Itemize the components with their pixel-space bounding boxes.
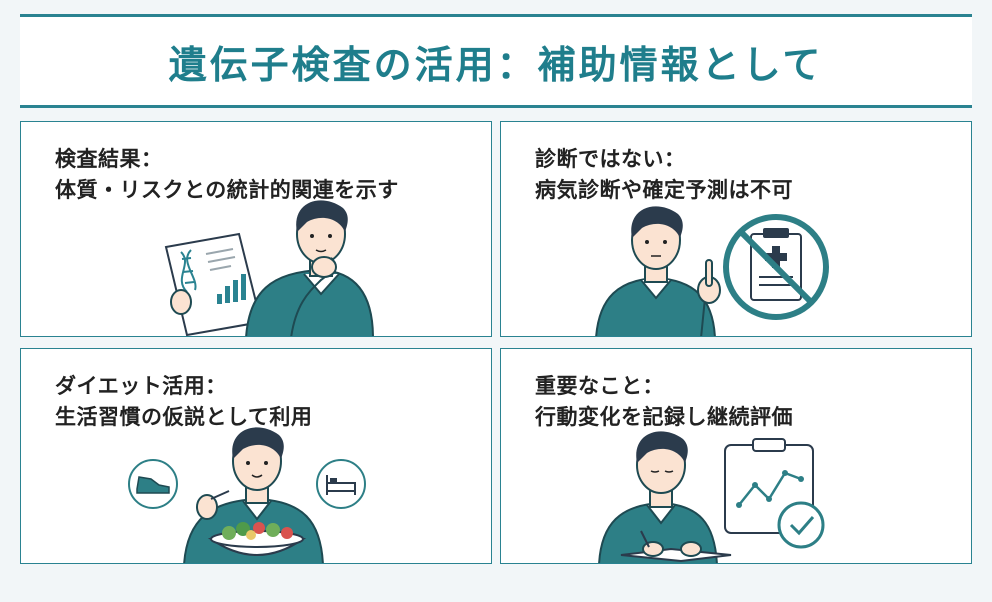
person-thinking bbox=[170, 200, 374, 336]
panel-body: 生活習慣の仮説として利用 bbox=[55, 405, 313, 429]
page-title: 遺伝子検査の活用：補助情報として bbox=[168, 42, 824, 87]
panel-caption: 重要なこと： 行動変化を記録し継続評価 bbox=[535, 371, 793, 433]
bar-chart-icon bbox=[217, 274, 246, 304]
panel-body: 病気診断や確定予測は不可 bbox=[535, 178, 793, 202]
title-banner: 遺伝子検査の活用：補助情報として bbox=[20, 14, 972, 108]
panel-caption: ダイエット活用： 生活習慣の仮説として利用 bbox=[55, 371, 312, 433]
panel-heading: ダイエット活用： bbox=[55, 374, 227, 398]
panel-heading: 検査結果： bbox=[55, 147, 163, 171]
panel-heading: 重要なこと： bbox=[535, 374, 664, 398]
panel-heading: 診断ではない： bbox=[535, 147, 686, 171]
bed-icon bbox=[316, 459, 366, 509]
report-document-icon bbox=[164, 232, 263, 336]
panel-body: 体質・リスクとの統計的関連を示す bbox=[55, 178, 399, 202]
dna-icon bbox=[180, 249, 197, 293]
check-circle-icon bbox=[777, 501, 825, 549]
sneaker-icon bbox=[128, 459, 178, 509]
panel-caption: 検査結果： 体質・リスクとの統計的関連を示す bbox=[55, 144, 399, 206]
panel-test-results: 検査結果： 体質・リスクとの統計的関連を示す bbox=[20, 121, 492, 337]
illustration-person-thinking bbox=[164, 200, 374, 336]
panel-not-diagnosis: 診断ではない： 病気診断や確定予測は不可 bbox=[500, 121, 972, 337]
panel-caption: 診断ではない： 病気診断や確定予測は不可 bbox=[535, 144, 793, 206]
illustration-person-writing bbox=[598, 431, 825, 563]
salad-bowl-icon bbox=[207, 522, 307, 556]
person-pointing bbox=[595, 206, 721, 336]
panel-important: 重要なこと： 行動変化を記録し継続評価 bbox=[500, 348, 972, 564]
illustration-person-eating bbox=[128, 427, 366, 563]
panel-diet-use: ダイエット活用： 生活習慣の仮説として利用 bbox=[20, 348, 492, 564]
person-writing bbox=[598, 431, 732, 563]
panel-body: 行動変化を記録し継続評価 bbox=[535, 405, 793, 429]
illustration-person-pointing bbox=[595, 206, 829, 336]
medical-cross-icon bbox=[765, 246, 787, 268]
prohibited-clipboard-icon bbox=[723, 214, 829, 320]
